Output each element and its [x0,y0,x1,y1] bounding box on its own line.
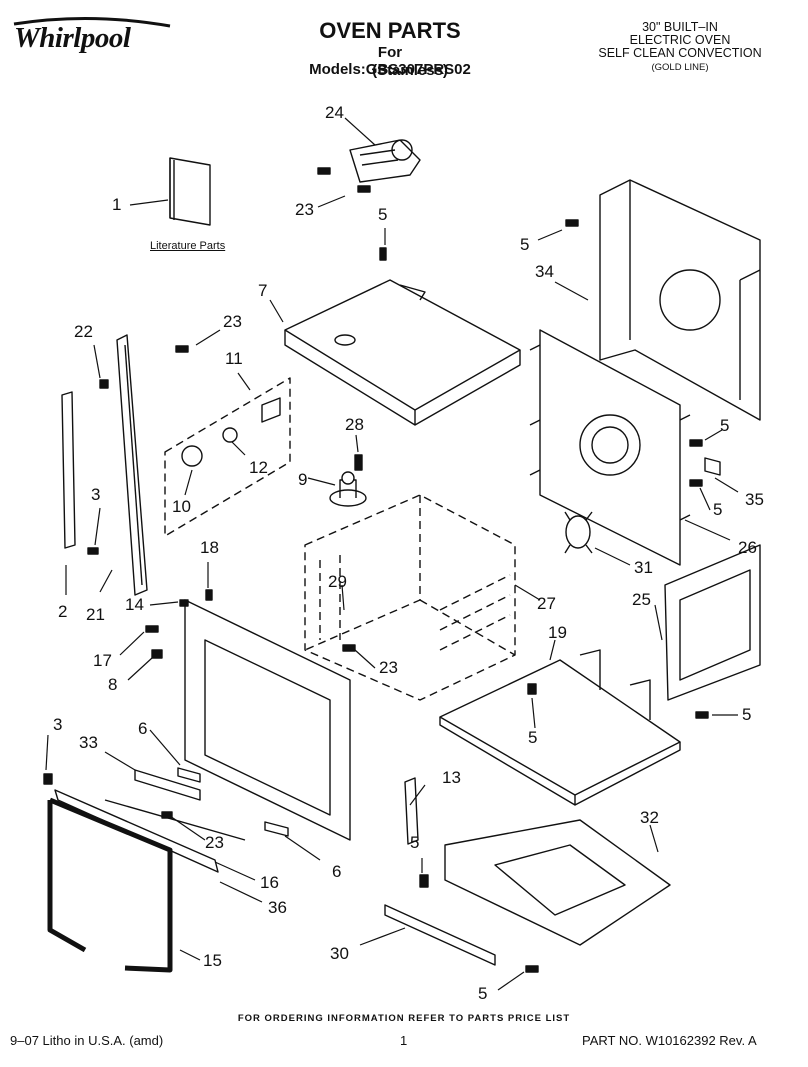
callout-36: 36 [268,898,287,917]
callout-5-c: 5 [720,416,730,435]
models-line: For Models:GBS307PRS02 [309,44,471,78]
rear-panel-part [599,179,761,421]
callout-5-f: 5 [528,728,538,747]
part-number: PART NO. W10162392 Rev. A [582,1033,757,1048]
callout-5-e: 5 [742,705,752,724]
callout-5-h: 5 [478,984,488,1003]
top-panel-part [284,279,521,426]
callout-17: 17 [93,651,112,670]
literature-booklet-part [169,157,211,226]
whirlpool-swoosh-icon [13,16,171,28]
callout-18: 18 [200,538,219,557]
callout-19: 19 [548,623,567,642]
bracket-33-part [134,769,201,801]
callout-6-a: 6 [138,719,148,738]
callout-6-b: 6 [332,862,342,881]
callout-1: 1 [112,195,122,214]
callout-15: 15 [203,951,222,970]
shelf-19-part [439,649,681,806]
callout-31: 31 [634,558,653,577]
desc-line-2: ELECTRIC OVEN [629,33,731,47]
litho-info: 9–07 Litho in U.S.A. (amd) [10,1033,164,1048]
fan-shroud-part [529,329,691,566]
callout-10: 10 [172,497,191,516]
callout-2: 2 [58,602,68,621]
control-group-part [164,377,291,537]
callout-5-d: 5 [713,500,723,519]
literature-parts-label: Literature Parts [150,240,226,252]
callout-23-c: 23 [379,658,398,677]
callout-26: 26 [738,538,757,557]
callout-22: 22 [74,322,93,341]
callout-35: 35 [745,490,764,509]
oven-cavity-part [304,494,516,701]
callout-5-b: 5 [520,235,530,254]
desc-line-3: SELF CLEAN CONVECTION [598,46,762,60]
callout-11: 11 [225,349,243,368]
callout-12: 12 [249,458,268,477]
probe-part [564,511,593,554]
callout-23-a: 23 [295,200,314,219]
callout-14: 14 [125,595,144,614]
callout-5-a: 5 [378,205,388,224]
callout-13: 13 [442,768,461,787]
callout-33: 33 [79,733,98,752]
front-frame-part [184,599,351,841]
block-6-part [177,767,289,837]
side-trim-2-part [61,391,76,549]
page-title: OVEN PARTS [319,18,461,43]
side-trim-21-part [116,334,148,596]
callout-9: 9 [298,470,308,489]
callout-30: 30 [330,944,349,963]
brand-logo: Whirlpool [14,22,131,54]
desc-line-1: 30" BUILT–IN [642,20,718,34]
callout-34: 34 [535,262,554,281]
bottom-tray-32-part [444,819,671,946]
finish-label: (Stainless) [372,62,448,79]
vent-trim-part [54,789,246,873]
screw-set [43,167,709,973]
callout-32: 32 [640,808,659,827]
callout-25: 25 [632,590,651,609]
callout-24: 24 [325,103,344,122]
callout-29: 29 [328,572,347,591]
bracket-35-part [704,457,721,476]
door-lock-bracket-part [349,139,421,183]
callout-23-b: 23 [223,312,242,331]
leader-lines [45,117,739,991]
callout-23-d: 23 [205,833,224,852]
ordering-note: FOR ORDERING INFORMATION REFER TO PARTS … [237,1013,571,1024]
callout-27: 27 [537,594,556,613]
callout-28: 28 [345,415,364,434]
callout-3-a: 3 [91,485,101,504]
bracket-13-part [404,777,419,845]
callout-8: 8 [108,675,118,694]
desc-line-4: (GOLD LINE) [651,62,709,73]
screw-28-part [354,454,363,471]
side-panel-part [664,544,761,701]
thermostat-part [329,471,367,507]
rail-30-part [384,904,496,966]
page-number: 1 [400,1033,408,1048]
callout-7: 7 [258,281,268,300]
callout-21: 21 [86,605,105,624]
callout-16: 16 [260,873,279,892]
callout-3-b: 3 [53,715,63,734]
callout-5-g: 5 [410,833,420,852]
door-gasket-part [47,797,173,973]
